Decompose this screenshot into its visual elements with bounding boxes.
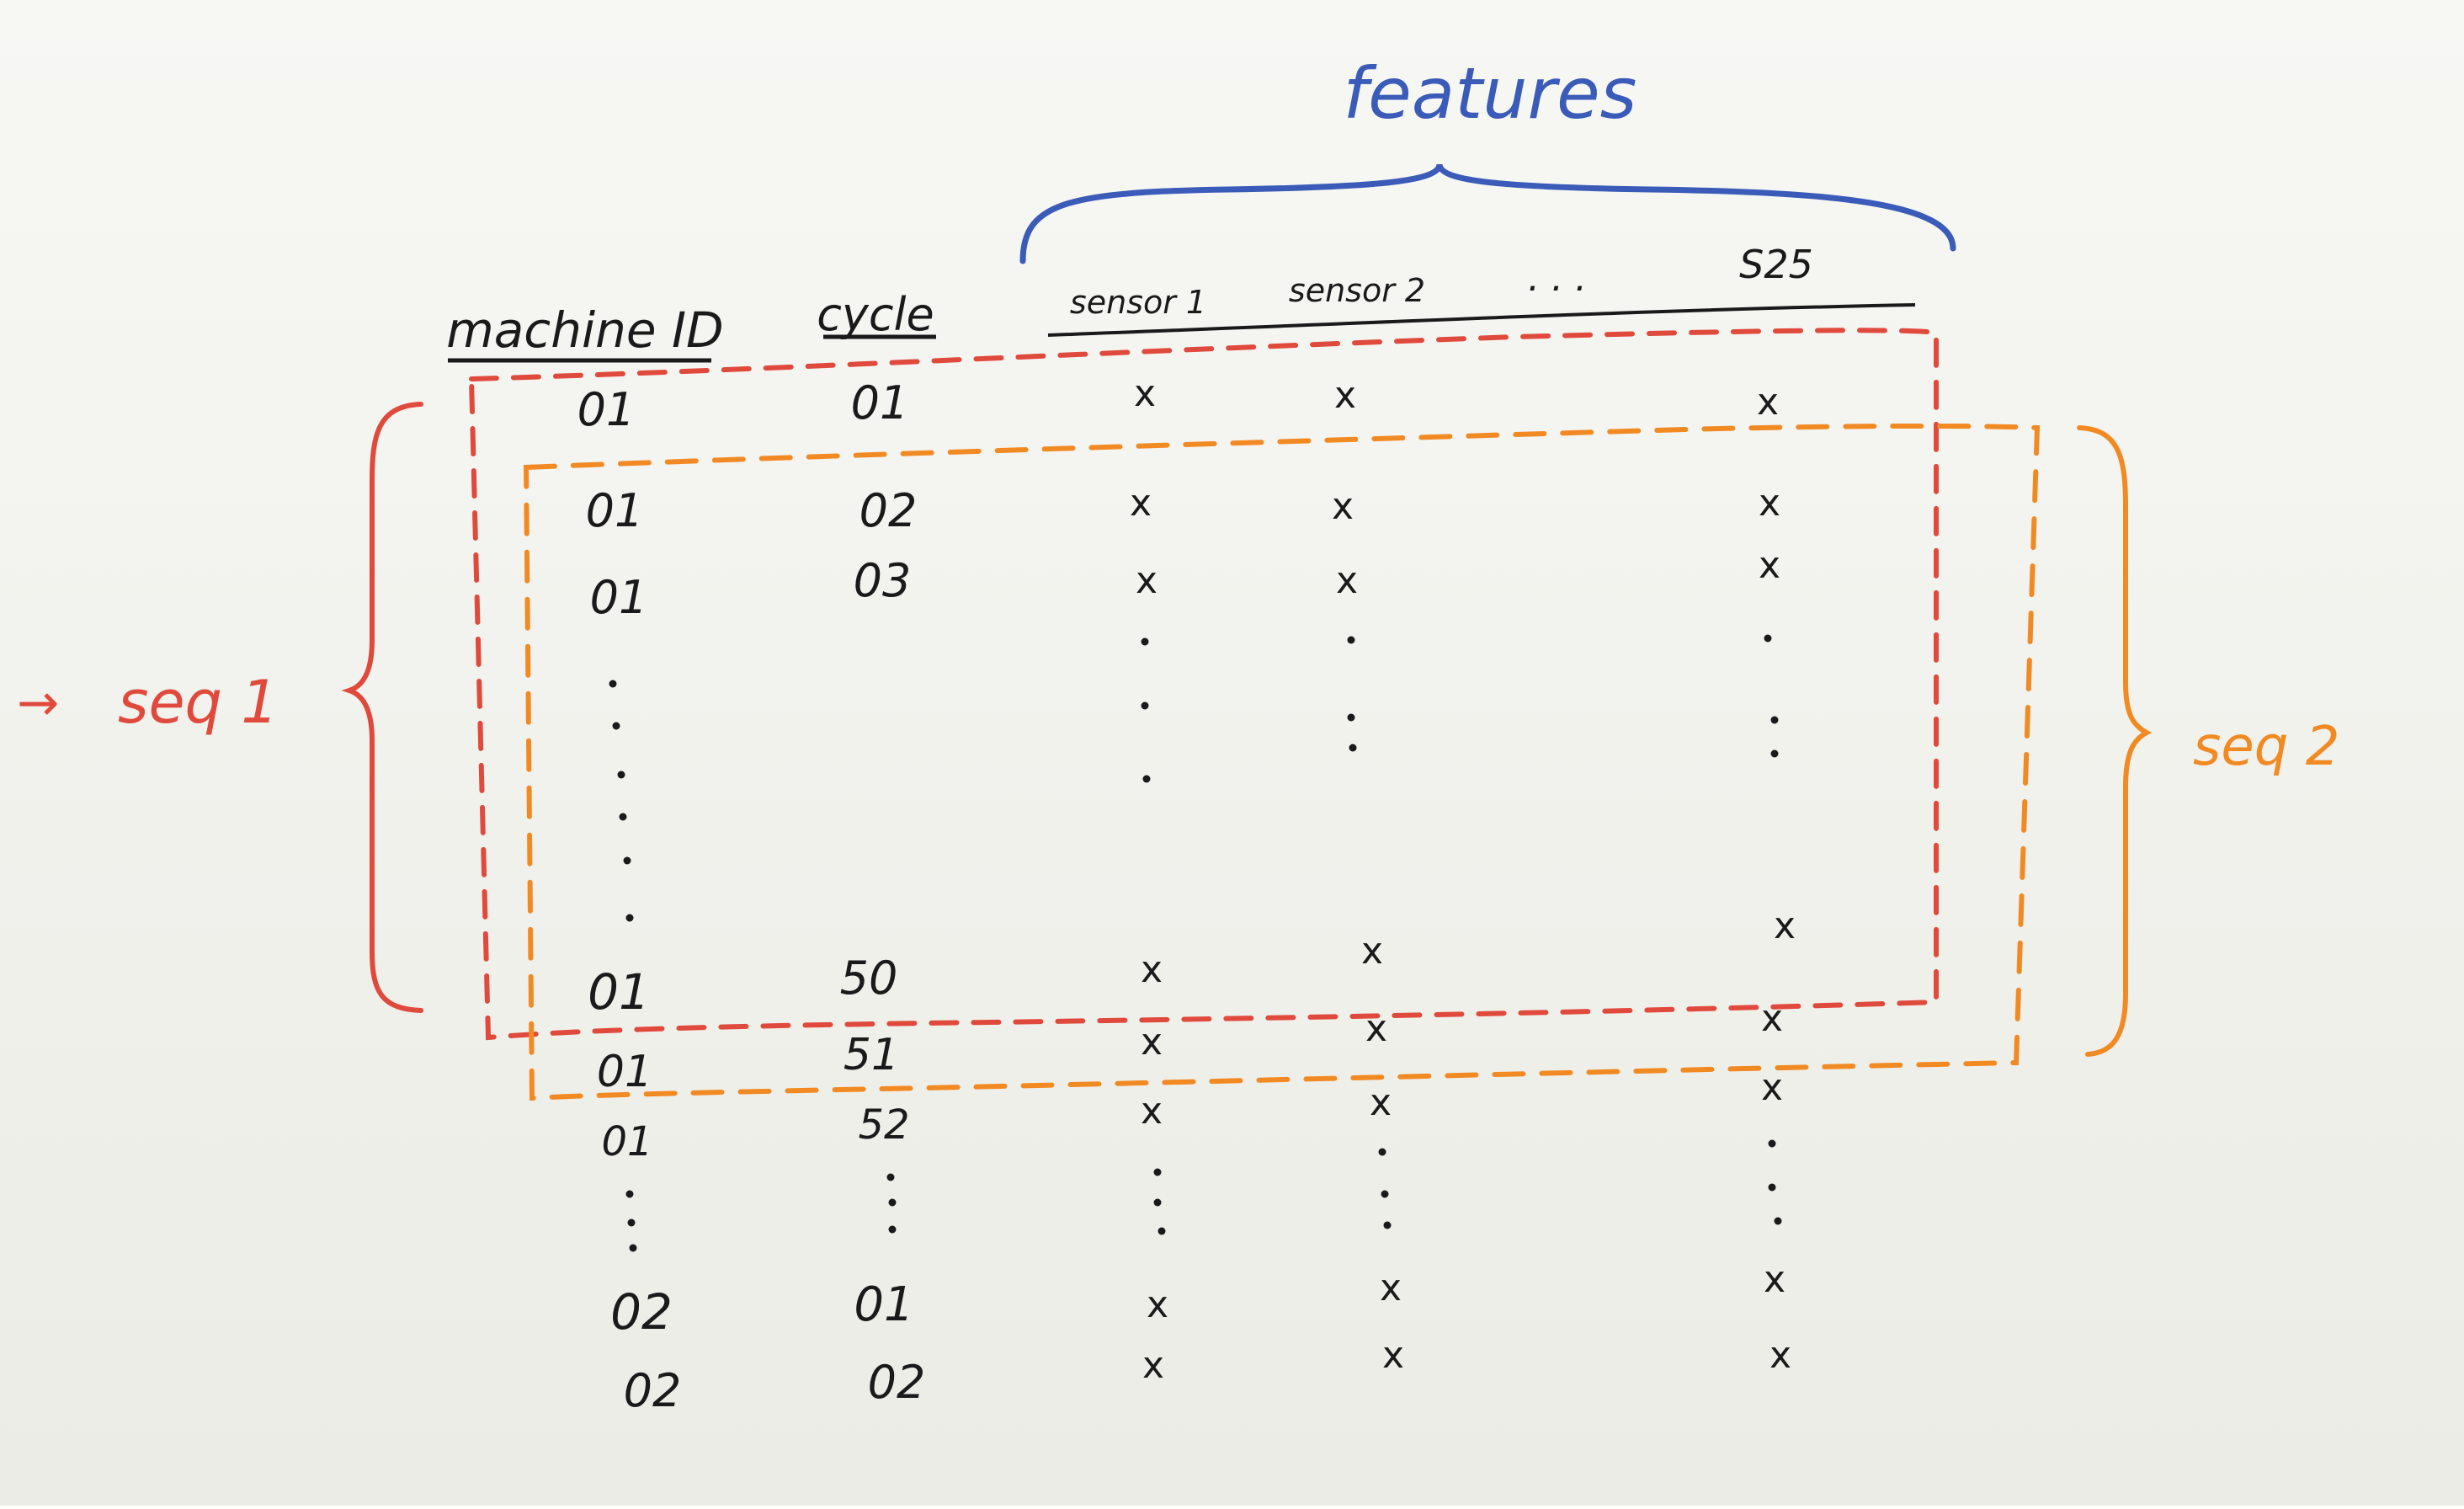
sensor-mark-6: x [1759,482,1780,525]
row8-machine: 02 [624,1364,682,1417]
sensor-mark-15: x [1761,997,1783,1040]
sensor-mark-17: x [1370,1081,1392,1124]
sensor-mark-23: x [1382,1334,1404,1377]
seq2-label: seq 2 [2193,716,2339,778]
row6-cycle: 52 [858,1101,909,1149]
sensor-mark-16: x [1141,1090,1163,1133]
sensor-mark-12: x [1774,904,1796,947]
row7-cycle: 01 [854,1277,913,1332]
row8-cycle: 02 [868,1356,926,1409]
sensor-mark-24: x [1770,1334,1791,1377]
features-brace [1019,163,1956,264]
sensor-mark-18: x [1761,1066,1783,1109]
header-sensor2: sensor 2 [1289,272,1425,309]
seq2-box [523,423,2041,1101]
header-s25: S25 [1739,242,1813,287]
row5-machine: 01 [597,1047,652,1097]
sensor-mark-19: x [1147,1283,1168,1326]
row5-cycle: 51 [844,1030,899,1080]
row3-cycle: 03 [854,554,912,607]
sensor-mark-8: x [1336,559,1358,602]
row1-machine: 01 [577,383,636,436]
row2-cycle: 02 [859,484,918,537]
row4-cycle: 50 [840,952,898,1005]
sensor-mark-7: x [1136,559,1157,602]
sensor-mark-2: x [1334,374,1356,417]
header-machine-id: machine ID [446,301,723,359]
ellipsis-dots [609,634,1782,1252]
features-underline [1047,303,1916,337]
table-rows: 01 01 01 02 01 03 01 50 01 51 01 52 02 0… [577,376,926,1417]
row1-cycle: 01 [851,376,909,429]
header-sensor1: sensor 1 [1070,284,1206,321]
sensor-mark-20: x [1380,1266,1402,1309]
header-cycle: cycle [817,288,934,341]
features-title: features [1344,52,1637,135]
seq1-arrow: → [17,674,59,733]
sensor-mark-1: x [1134,372,1156,415]
sensor-mark-5: x [1332,485,1354,528]
sensor-mark-13: x [1141,1021,1163,1064]
row3-machine: 01 [590,571,648,624]
seq1-label: seq 1 [118,668,279,737]
row4-machine: 01 [588,963,650,1021]
seq1-brace [341,402,423,1013]
sensor-mark-4: x [1130,482,1152,525]
header-ellipsis: . . . [1528,257,1587,300]
row2-machine: 01 [586,484,644,537]
sensor-mark-22: x [1142,1344,1164,1387]
seq2-brace [2077,425,2153,1057]
sensor-mark-21: x [1764,1258,1785,1301]
sensor-mark-3: x [1757,381,1779,424]
row7-machine: 02 [610,1283,673,1341]
row6-machine: 01 [601,1118,652,1165]
sensor-mark-10: x [1141,948,1163,991]
sensor-mark-11: x [1361,930,1383,973]
sensor-mark-9: x [1759,544,1780,587]
